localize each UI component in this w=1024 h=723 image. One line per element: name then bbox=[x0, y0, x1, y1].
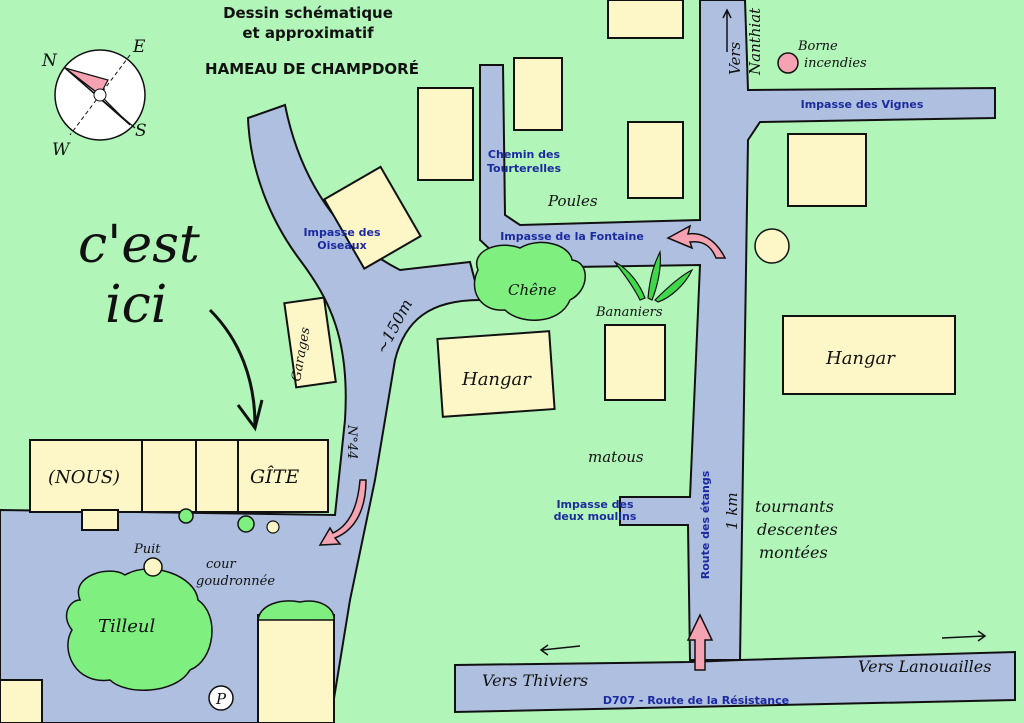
building-label-hangar-1: Hangar bbox=[461, 369, 532, 390]
arrow-left-icon bbox=[539, 644, 581, 656]
road-d707 bbox=[454, 650, 1016, 714]
building-hangar-2 bbox=[782, 315, 956, 395]
well-icon bbox=[143, 557, 163, 577]
building-hangar-1 bbox=[436, 330, 556, 418]
note-puit: Puit bbox=[133, 542, 161, 557]
svg-text:incendies: incendies bbox=[804, 56, 867, 71]
building bbox=[322, 165, 422, 271]
parking-label: P bbox=[215, 690, 227, 708]
svg-text:E: E bbox=[132, 37, 146, 57]
svg-text:Tourterelles: Tourterelles bbox=[487, 162, 561, 175]
building bbox=[627, 121, 684, 199]
parking-icon bbox=[208, 685, 234, 711]
svg-text:montées: montées bbox=[759, 543, 828, 562]
note-bananiers: Bananiers bbox=[595, 305, 663, 320]
note-tilleul: Tilleul bbox=[98, 616, 156, 637]
building bbox=[513, 57, 563, 131]
street-label-oiseaux: Impasse des bbox=[303, 226, 381, 239]
building-row-gite bbox=[29, 439, 329, 513]
svg-text:S: S bbox=[135, 121, 147, 141]
svg-text:W: W bbox=[52, 140, 71, 160]
note-distance-km: 1 km bbox=[723, 492, 741, 530]
svg-text:N: N bbox=[41, 51, 58, 71]
street-label-fontaine: Impasse de la Fontaine bbox=[500, 230, 644, 243]
hedge-icon bbox=[257, 600, 335, 621]
building-annex bbox=[81, 509, 119, 531]
map-title-line2: et approximatif bbox=[242, 24, 374, 42]
map-title-line1: Dessin schématique bbox=[223, 4, 393, 22]
arrow-up-icon bbox=[722, 8, 732, 52]
arrow-down-left-icon bbox=[318, 479, 367, 546]
svg-text:Nanthiat: Nanthiat bbox=[746, 7, 764, 76]
svg-text:Oiseaux: Oiseaux bbox=[317, 239, 366, 252]
bush-icon bbox=[178, 508, 194, 524]
street-label-vignes: Impasse des Vignes bbox=[801, 98, 924, 111]
arrow-right-icon bbox=[941, 630, 987, 642]
note-cour-goudronnee: cour bbox=[206, 557, 236, 572]
small-circle-icon bbox=[266, 520, 280, 534]
building bbox=[787, 133, 867, 207]
round-feature-icon bbox=[754, 228, 790, 264]
here-label-line2: ici bbox=[105, 275, 167, 335]
building bbox=[417, 87, 474, 181]
building-label-nous: (NOUS) bbox=[48, 467, 120, 488]
here-label-line1: c'est bbox=[78, 215, 200, 275]
buildings bbox=[0, 0, 956, 723]
building bbox=[607, 0, 684, 39]
compass-rose: N E S W bbox=[41, 37, 147, 160]
building-garages bbox=[283, 296, 337, 389]
note-vers-nanthiat: Vers bbox=[726, 41, 744, 75]
building bbox=[604, 324, 666, 401]
hamlet-name: HAMEAU DE CHAMPDORÉ bbox=[205, 59, 419, 78]
linden-tree-icon bbox=[65, 568, 213, 691]
street-label-d707: D707 - Route de la Résistance bbox=[603, 694, 789, 707]
building-label-gite: GÎTE bbox=[250, 465, 299, 488]
arrow-left-icon bbox=[666, 224, 727, 259]
note-matous: matous bbox=[588, 448, 644, 466]
street-label-moulins: Impasse des bbox=[556, 498, 634, 511]
building-label-hangar-2: Hangar bbox=[825, 348, 896, 369]
note-vers-thiviers: Vers Thiviers bbox=[482, 671, 588, 690]
building bbox=[0, 679, 43, 723]
fire-hydrant-icon bbox=[777, 52, 799, 74]
note-borne-incendies: Borne bbox=[797, 39, 838, 54]
street-label-tourterelles: Chemin des bbox=[488, 148, 561, 161]
svg-text:descentes: descentes bbox=[757, 520, 838, 539]
road-route-des-etangs bbox=[479, 0, 996, 661]
building bbox=[257, 614, 335, 723]
house-number-note: N°44 bbox=[344, 424, 359, 459]
arrow-up-icon bbox=[686, 613, 714, 671]
oak-tree-icon bbox=[473, 241, 586, 321]
here-arrow-icon bbox=[208, 308, 264, 432]
svg-text:deux moulins: deux moulins bbox=[554, 510, 637, 523]
note-tournants: tournants bbox=[755, 497, 834, 516]
note-chene: Chêne bbox=[508, 281, 557, 299]
note-vers-lanouailles: Vers Lanouailles bbox=[858, 657, 991, 676]
banana-plants-icon bbox=[613, 249, 694, 303]
bush-icon bbox=[237, 515, 255, 533]
svg-text:goudronnée: goudronnée bbox=[196, 574, 275, 589]
street-label-etangs: Route des étangs bbox=[699, 470, 712, 579]
note-poules: Poules bbox=[547, 192, 598, 210]
